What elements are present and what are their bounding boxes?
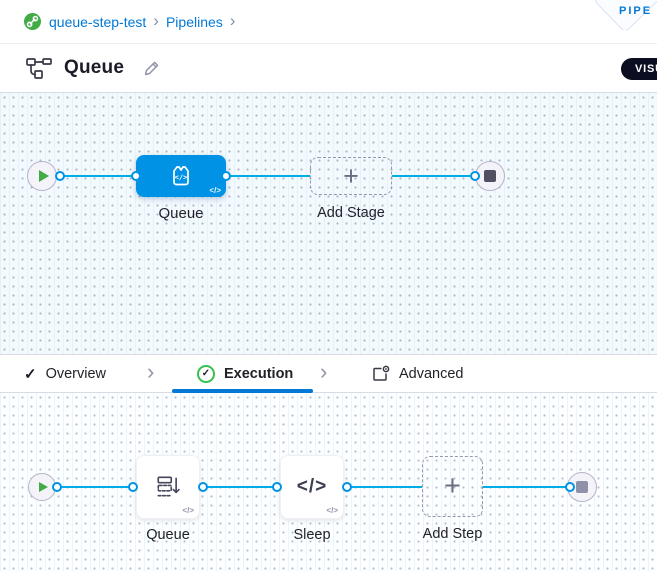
stage-node-queue[interactable]: </> </> — [136, 155, 226, 197]
execution-start-node — [28, 473, 56, 501]
tab-overview[interactable]: ✓ Overview — [24, 355, 106, 392]
stop-icon — [484, 170, 496, 182]
edit-pencil-icon[interactable] — [142, 58, 162, 78]
ribbon-label: PIPE — [619, 5, 653, 17]
tab-execution-label: Execution — [224, 365, 294, 382]
connector-dot — [272, 482, 282, 492]
chevron-right-icon: › — [147, 359, 155, 384]
connector-dot — [55, 171, 65, 181]
stage-ci-icon: </> — [173, 166, 189, 186]
pipeline-studio-ribbon: PIPE — [592, 0, 657, 30]
active-tab-underline — [172, 389, 313, 393]
plus-icon: + — [444, 470, 461, 502]
add-step-label: Add Step — [422, 526, 483, 542]
breadcrumb-pipelines-link[interactable]: Pipelines — [165, 13, 223, 30]
tab-advanced[interactable]: Advanced — [372, 355, 464, 392]
add-stage-button[interactable]: + — [310, 157, 392, 195]
breadcrumb: queue-step-test › Pipelines › — [0, 0, 657, 44]
connector-line — [203, 486, 277, 488]
add-step-button[interactable]: + — [422, 456, 483, 517]
pipeline-icon — [26, 58, 52, 79]
sleep-step-icon: </> — [296, 476, 328, 497]
plus-icon: + — [343, 160, 359, 191]
connector-line — [226, 175, 310, 177]
tab-overview-label: Overview — [45, 365, 107, 382]
connector-line — [347, 486, 422, 488]
yaml-code-badge: </> — [209, 186, 221, 195]
connector-dot — [131, 171, 141, 181]
connector-dot — [565, 482, 575, 492]
step-node-queue[interactable]: </> — [136, 455, 200, 519]
pipeline-start-node — [27, 161, 57, 191]
tab-advanced-label: Advanced — [399, 365, 464, 382]
play-icon — [39, 482, 48, 492]
breadcrumb-separator: › — [153, 11, 159, 30]
step-node-sleep[interactable]: </> </> — [280, 455, 344, 519]
chevron-right-icon: › — [320, 359, 328, 384]
connector-dot — [342, 482, 352, 492]
step-label: Sleep — [293, 527, 331, 543]
connector-dot — [198, 482, 208, 492]
title-bar: Queue VISUAL — [0, 44, 657, 93]
connector-dot — [470, 171, 480, 181]
step-label: Queue — [146, 527, 190, 543]
stop-icon — [576, 481, 588, 493]
view-toggle-visual[interactable]: VISUAL — [621, 58, 657, 80]
yaml-code-badge: </> — [326, 506, 338, 515]
check-circle-icon: ✓ — [197, 364, 215, 383]
connector-line — [57, 486, 133, 488]
stage-graph-canvas[interactable]: </> </> + Queue Add Stage — [0, 93, 657, 354]
play-icon — [38, 170, 49, 182]
execution-graph-canvas[interactable]: </> </> </> + Queue Sleep Add Step — [0, 393, 657, 571]
project-link-icon — [24, 13, 41, 30]
tab-execution[interactable]: ✓ Execution — [197, 355, 293, 392]
connector-dot — [128, 482, 138, 492]
stage-label: Queue — [158, 205, 204, 222]
svg-text:</>: </> — [175, 174, 188, 182]
connector-line — [483, 486, 570, 488]
advanced-settings-icon — [373, 365, 390, 381]
connector-dot — [221, 171, 231, 181]
connector-dot — [52, 482, 62, 492]
check-icon: ✓ — [24, 365, 37, 383]
connector-line — [60, 175, 136, 177]
yaml-code-badge: </> — [182, 506, 194, 515]
stage-config-tabs: ✓ Overview › ✓ Execution › Advanced — [0, 354, 657, 393]
page-title: Queue — [64, 57, 125, 78]
connector-line — [392, 175, 470, 177]
breadcrumb-project-link[interactable]: queue-step-test — [49, 13, 147, 30]
breadcrumb-separator: › — [229, 11, 236, 30]
queue-step-icon — [157, 476, 180, 497]
add-stage-label: Add Stage — [317, 205, 385, 221]
